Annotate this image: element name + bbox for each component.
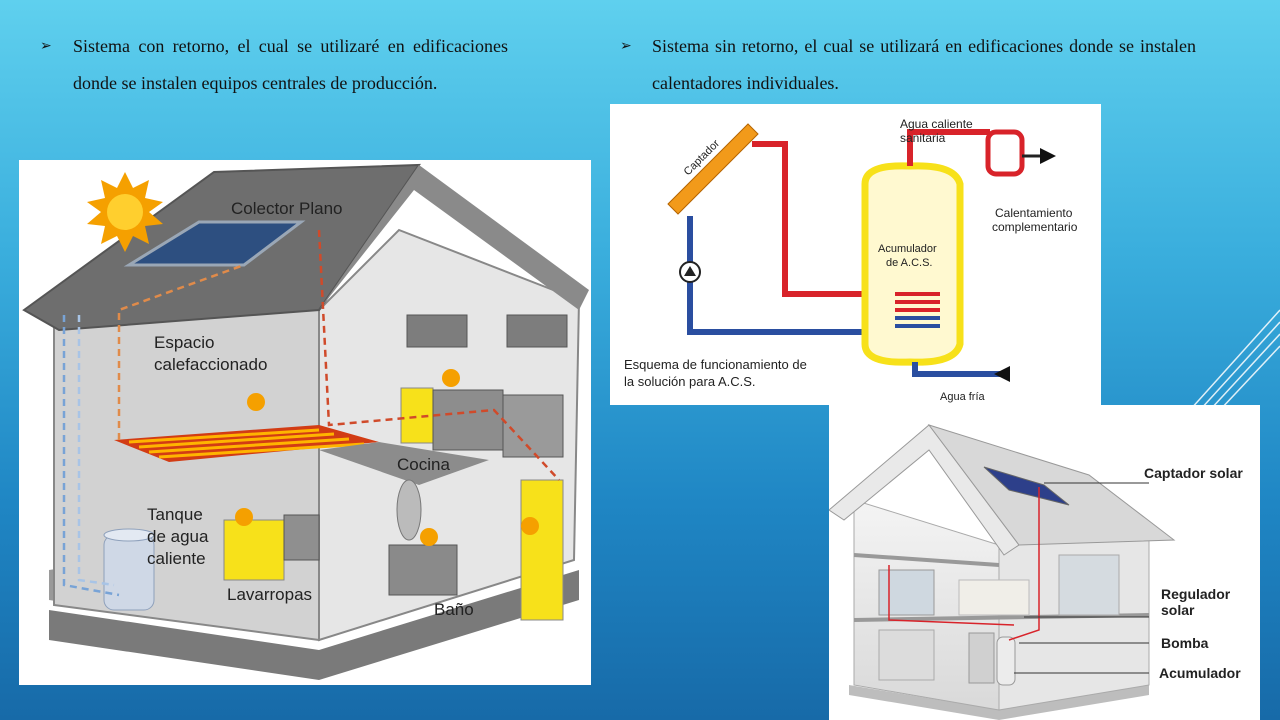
collector-panel <box>667 123 759 215</box>
label-kitchen: Cocina <box>397 455 450 474</box>
auxiliary-heater <box>985 129 1025 177</box>
arrow-in-icon <box>994 366 1010 382</box>
label-regulator: Regulador <box>1161 586 1231 602</box>
label-heating: Calentamiento <box>995 206 1073 220</box>
house-solar-heating-diagram: Colector Plano Espacio calefaccionado Co… <box>19 160 591 685</box>
label-accumulator: Acumulador <box>878 243 937 255</box>
bullet-text: Sistema con retorno, el cual se utilizar… <box>73 36 508 93</box>
label-hot-water: Agua caliente <box>900 117 973 131</box>
heater-column <box>520 479 564 621</box>
bullet-with-return: ➢ Sistema con retorno, el cual se utiliz… <box>40 28 508 102</box>
label-tank-3: caliente <box>147 549 206 568</box>
caption-line-1: Esquema de funcionamiento de <box>624 357 807 372</box>
heat-point-icons <box>235 369 539 546</box>
house-illustration: Colector Plano Espacio calefaccionado Co… <box>22 163 589 680</box>
bullet-without-return: ➢ Sistema sin retorno, el cual se utiliz… <box>620 28 1196 102</box>
label-heating-2: complementario <box>992 220 1078 234</box>
accumulator-tank <box>861 162 964 366</box>
washer <box>223 519 285 581</box>
house-solar-collector-diagram: Captador solar Regulador solar Bomba Acu… <box>829 405 1260 720</box>
acs-scheme-illustration: Captador Agua caliente sanitaria Calenta… <box>624 117 1078 403</box>
caption-line-2: la solución para A.C.S. <box>624 374 756 389</box>
decorative-lines <box>1189 309 1280 411</box>
label-solar-collector: Captador solar <box>1144 465 1243 481</box>
label-bath: Baño <box>434 600 474 619</box>
sun-icon <box>87 172 163 252</box>
solar-collector-panel <box>983 466 1070 506</box>
label-washer: Lavarropas <box>227 585 312 604</box>
label-collector: Colector Plano <box>231 199 343 218</box>
label-accumulator-2: de A.C.S. <box>886 257 932 269</box>
arrow-out-icon <box>1040 148 1056 164</box>
house2-illustration: Captador solar Regulador solar Bomba Acu… <box>829 424 1243 720</box>
bullet-text: Sistema sin retorno, el cual se utilizar… <box>652 36 1196 93</box>
label-cold-water: Agua fría <box>940 391 986 403</box>
arrow-bullet-icon: ➢ <box>40 38 52 54</box>
acs-scheme-diagram: Captador Agua caliente sanitaria Calenta… <box>610 104 1101 405</box>
label-space-2: calefaccionado <box>154 355 267 374</box>
label-pump: Bomba <box>1161 635 1209 651</box>
label-hot-water-2: sanitaria <box>900 131 946 145</box>
arrow-bullet-icon: ➢ <box>620 38 632 54</box>
label-space: Espacio <box>154 333 214 352</box>
flat-collector-panel <box>123 220 306 267</box>
accumulator-tank <box>996 636 1016 686</box>
hot-water-tank <box>103 528 155 611</box>
label-accumulator: Acumulador <box>1159 665 1241 681</box>
label-tank: Tanque <box>147 505 203 524</box>
label-tank-2: de agua <box>147 527 209 546</box>
label-regulator-2: solar <box>1161 602 1195 618</box>
